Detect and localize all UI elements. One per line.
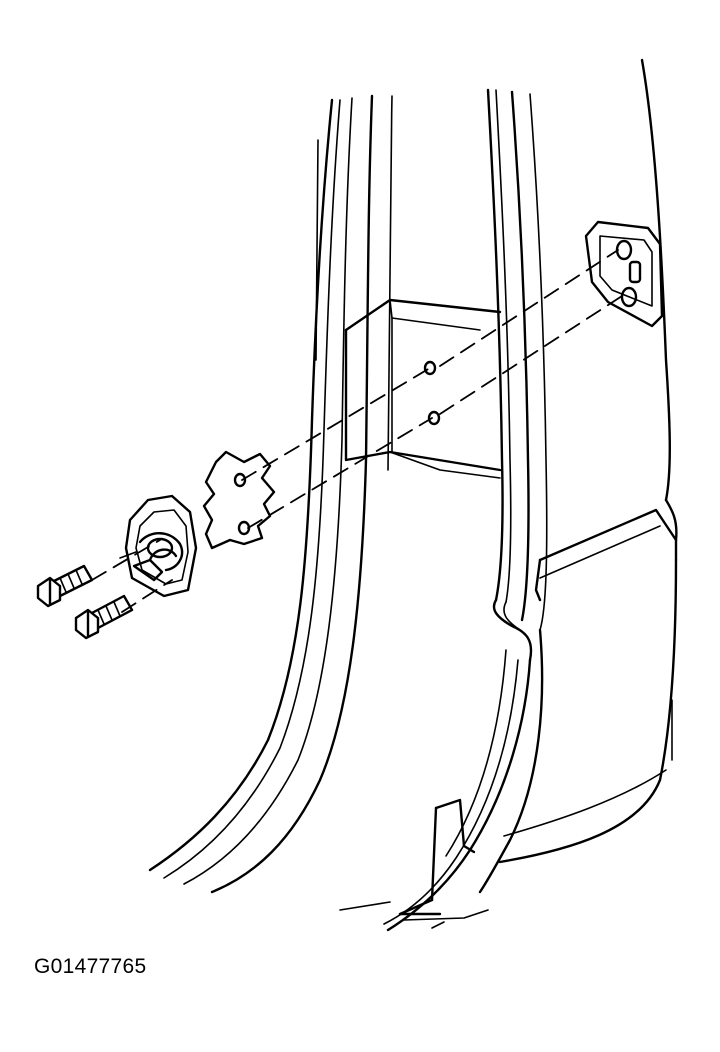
- striker-assembly: [119, 494, 198, 598]
- shim-plate: [202, 450, 276, 550]
- outer-pillar-edge: [148, 94, 393, 894]
- bolt-lower: [74, 594, 134, 640]
- rear-body-panel: [339, 58, 678, 929]
- figure-id-label: G01477765: [34, 955, 147, 978]
- anchor-plate: [584, 220, 664, 328]
- pillar-holes: [423, 360, 441, 426]
- bolt-upper: [36, 564, 94, 608]
